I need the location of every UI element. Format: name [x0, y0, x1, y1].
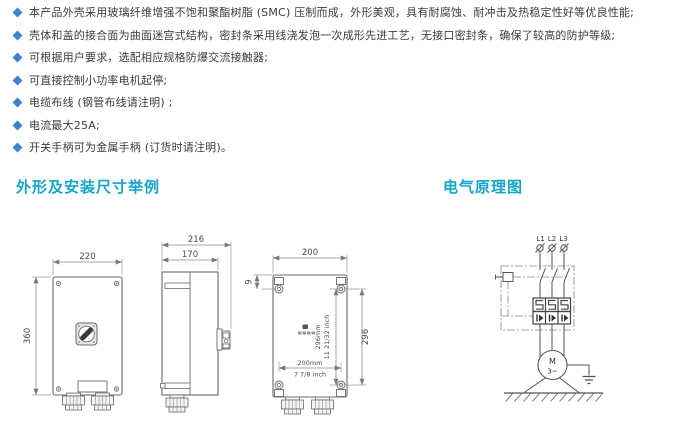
phase-label-l1: L1: [536, 235, 544, 243]
rear-hole-width-inch: 7 7/8 inch: [294, 371, 326, 379]
motor-type: 3~: [547, 368, 557, 376]
feature-item: 开关手柄可为金属手柄 (订货时请注明)。: [12, 141, 634, 155]
feature-item: 可直接控制小功率电机起停;: [12, 73, 634, 88]
schematic-section-title: 电气原理图: [443, 178, 524, 196]
front-height-dim: 360: [23, 328, 33, 344]
hinge-strip: [164, 382, 191, 389]
feature-text: 可直接控制小功率电机起停;: [29, 73, 168, 87]
feature-text: 开关手柄可为金属手柄 (订货时请注明)。: [29, 141, 233, 154]
front-width-dim: 220: [79, 252, 95, 262]
feature-text: 电流最大25A;: [29, 118, 100, 132]
contact-block: [532, 297, 572, 325]
feature-item: 可根据用户要求，选配相应规格防爆交流接触器;: [12, 51, 634, 65]
circuit-diagram: L1 L2 L3: [495, 235, 604, 402]
phase-label-l2: L2: [548, 235, 556, 243]
dimensions-section-title: 外形及安装尺寸举例: [16, 178, 161, 196]
ground-symbol-icon: [567, 364, 596, 385]
motor-mount: [523, 377, 580, 394]
floor-hatching: [505, 392, 604, 402]
corner-screw-icon: [55, 280, 120, 392]
switch-blade: [539, 267, 570, 283]
brand-logo: [298, 324, 315, 335]
feature-text: 壳体和盖的接合面为曲面迷宫式结构，密封条采用线浇发泡一次成形先进工艺，无接口密封…: [29, 28, 616, 42]
nameplate: [77, 380, 108, 393]
motor-letter: M: [549, 357, 556, 366]
line-terminal-icon: [559, 243, 569, 253]
feature-item: 电流最大25A;: [12, 118, 634, 133]
enclosure-boundary: [500, 265, 575, 331]
phase-label-l3: L3: [559, 235, 567, 243]
line-terminal-icon: [547, 243, 557, 253]
rear-hole-width-mm: 200mm: [297, 359, 322, 367]
hinge-strip: [164, 282, 191, 289]
rear-hole-offset-dim: 9: [245, 279, 255, 284]
side-body-depth-dim: 170: [182, 250, 198, 260]
cable-gland-icon: [281, 396, 304, 415]
line-terminal-icon: [535, 243, 545, 253]
rotary-switch-knob-icon: [75, 322, 98, 346]
front-view-drawing: 220 360: [23, 252, 123, 411]
rear-hole-span-mm: 296mm: [314, 324, 322, 349]
feature-text: 可根据用户要求，选配相应规格防爆交流接触器;: [29, 51, 269, 64]
feature-item: 本产品外壳采用玻璃纤维增强不饱和聚酯树脂 (SMC) 压制而成，外形美观，具有耐…: [12, 6, 635, 20]
side-view-drawing: 216 170: [160, 235, 232, 413]
side-handle-icon: [216, 328, 231, 351]
feature-text: 本产品外壳采用玻璃纤维增强不饱和聚酯树脂 (SMC) 压制而成，外形美观，具有耐…: [29, 6, 635, 19]
switch-operator: [502, 272, 514, 282]
rear-view-drawing: 200 9 296 296mm 11 21/32 inch 200mm 7 7/…: [245, 248, 371, 415]
rear-hole-span-dim: 296: [361, 329, 371, 345]
feature-item: 壳体和盖的接合面为曲面迷宫式结构，密封条采用线浇发泡一次成形先进工艺，无接口密封…: [12, 28, 634, 43]
feature-text: 电缆布线 (钢管布线请注明) ;: [29, 96, 173, 109]
feature-item: 电缆布线 (钢管布线请注明) ;: [12, 96, 634, 110]
cable-gland-icon: [165, 394, 189, 413]
rear-width-dim: 200: [302, 248, 318, 258]
cable-gland-icon: [311, 396, 334, 415]
side-overall-depth-dim: 216: [188, 235, 204, 245]
rear-hole-span-inch: 11 21/32 inch: [323, 315, 331, 360]
feature-list: 本产品外壳采用玻璃纤维增强不饱和聚酯树脂 (SMC) 压制而成，外形美观，具有耐…: [12, 6, 635, 164]
